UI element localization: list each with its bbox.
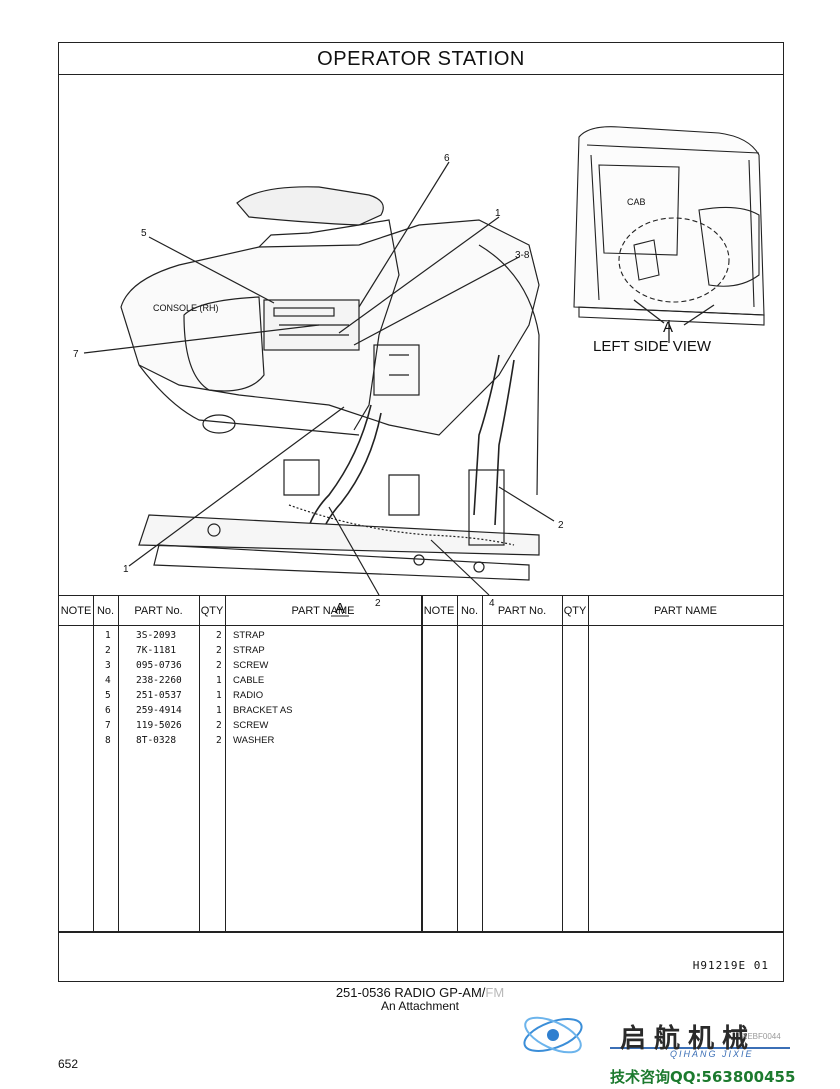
page-number: 652 bbox=[58, 1057, 79, 1071]
callout-7: 7 bbox=[73, 349, 79, 360]
callout-4: 4 bbox=[489, 598, 495, 609]
watermark-chinese-name: 启航机械 bbox=[620, 1024, 757, 1054]
table-row: 6 259-4914 1 BRACKET AS bbox=[105, 705, 293, 716]
header-note-2: NOTE bbox=[423, 605, 455, 617]
parts-table: NOTE No. PART No. QTY PART NAME NOTE No.… bbox=[59, 595, 783, 932]
header-part-name: PART NAME bbox=[291, 605, 355, 617]
watermark-contact: 技术咨询QQ:563800455 bbox=[610, 1068, 796, 1086]
group-subtitle: An Attachment bbox=[380, 999, 460, 1013]
group-title-faded: FM bbox=[485, 985, 505, 1000]
header-note: NOTE bbox=[60, 605, 92, 617]
header-qty: QTY bbox=[200, 605, 224, 617]
header-no-2: No. bbox=[460, 605, 479, 617]
group-title: 251-0536 RADIO GP-AM/ bbox=[335, 985, 486, 1000]
view-caption: LEFT SIDE VIEW bbox=[593, 338, 712, 355]
callout-2-right: 2 bbox=[558, 520, 564, 531]
watermark-code: XEBF0044 bbox=[742, 1032, 781, 1041]
table-row: 3 095-0736 2 SCREW bbox=[105, 660, 269, 671]
table-row: 8 8T-0328 2 WASHER bbox=[105, 735, 275, 746]
table-row: 7 119-5026 2 SCREW bbox=[105, 720, 269, 731]
callout-6: 6 bbox=[444, 153, 450, 164]
callout-5: 5 bbox=[141, 228, 147, 239]
header-part-no-2: PART No. bbox=[497, 605, 547, 617]
view-letter-main: A bbox=[335, 600, 345, 617]
parts-illustration: CONSOLE (RH) CAB 6 1 5 3-8 7 2 1 2 4 A A… bbox=[73, 126, 765, 617]
page-title: OPERATOR STATION bbox=[59, 43, 783, 75]
table-row: 5 251-0537 1 RADIO bbox=[105, 690, 264, 701]
callout-1-top: 1 bbox=[495, 208, 501, 219]
watermark-english-name: QIHANG JIXIE bbox=[670, 1049, 754, 1059]
callout-1-bottom: 1 bbox=[123, 564, 129, 575]
footer-divider bbox=[59, 931, 783, 933]
table-row: 1 3S-2093 2 STRAP bbox=[105, 630, 265, 641]
header-part-name-2: PART NAME bbox=[654, 605, 717, 617]
table-row: 2 7K-1181 2 STRAP bbox=[105, 645, 265, 656]
header-part-no: PART No. bbox=[134, 605, 183, 617]
header-qty-2: QTY bbox=[563, 605, 587, 617]
cab-label: CAB bbox=[627, 197, 646, 207]
callout-3-8: 3-8 bbox=[515, 250, 530, 261]
group-caption: 251-0536 RADIO GP-AM/FM bbox=[0, 985, 840, 1000]
callout-2-bottom: 2 bbox=[375, 598, 381, 609]
illustration-code: H91219E 01 bbox=[692, 959, 769, 972]
page-frame: OPERATOR STATION bbox=[58, 42, 784, 982]
table-row: 4 238-2260 1 CABLE bbox=[105, 675, 265, 686]
view-letter-inset: A bbox=[663, 319, 673, 336]
qihang-logo-icon bbox=[523, 1016, 790, 1054]
header-no: No. bbox=[96, 605, 115, 617]
console-label: CONSOLE (RH) bbox=[153, 303, 219, 313]
